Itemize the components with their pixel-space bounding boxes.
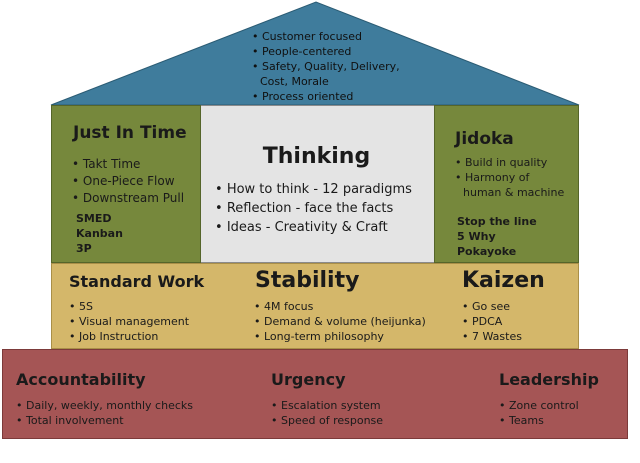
list-item: • PDCA [462,315,503,328]
tool-item: Kanban [76,227,123,240]
roof-item: • Safety, Quality, Delivery, [252,60,400,73]
list-item: • Total involvement [16,414,124,427]
accountability-items: • Daily, weekly, monthly checks • Total … [16,398,193,428]
list-item: • Zone control [499,399,579,412]
roof-item: • People-centered [252,45,352,58]
center-thinking: Thinking • How to think - 12 paradigms •… [201,105,434,263]
list-item: • One-Piece Flow [72,174,175,188]
pillar-items: • Takt Time • One-Piece Flow • Downstrea… [72,156,184,207]
pillar-title: Jidoka [455,129,514,149]
list-item: • 4M focus [254,300,314,313]
tool-item: 3P [76,242,92,255]
center-items: • How to think - 12 paradigms • Reflecti… [215,180,412,237]
roof-values-list: • Customer focused • People-centered • S… [252,29,442,104]
list-item: • How to think - 12 paradigms [215,182,412,197]
list-item: • Job Instruction [69,330,159,343]
pillar-jidoka: Jidoka • Build in quality • Harmony of h… [434,105,579,263]
tool-item: SMED [76,212,112,225]
pillar-just-in-time: Just In Time • Takt Time • One-Piece Flo… [51,105,201,263]
list-item: • Long-term philosophy [254,330,384,343]
list-item: • Daily, weekly, monthly checks [16,399,193,412]
accountability-title: Accountability [16,370,146,389]
list-item: • Ideas - Creativity & Craft [215,220,388,235]
pillar-tools: SMED Kanban 3P [76,211,123,256]
list-item: • Downstream Pull [72,191,185,205]
tool-item: Pokayoke [457,245,517,258]
leadership-title: Leadership [499,370,599,389]
pillar-items: • Build in quality • Harmony of human & … [455,155,564,200]
stability-items: • 4M focus • Demand & volume (heijunka) … [254,299,426,344]
list-item: • Harmony of [455,171,530,184]
list-item: • Build in quality [455,156,548,169]
kaizen-items: • Go see • PDCA • 7 Wastes [462,299,522,344]
kaizen-title: Kaizen [462,268,545,293]
urgency-items: • Escalation system • Speed of response [271,398,383,428]
leadership-items: • Zone control • Teams [499,398,579,428]
roof-item: Cost, Morale [260,75,329,88]
list-item: • 7 Wastes [462,330,522,343]
standard-work-title: Standard Work [69,272,205,291]
tool-item: Stop the line [457,215,537,228]
stability-band: Standard Work • 5S • Visual management •… [51,263,579,349]
foundation-band: Accountability • Daily, weekly, monthly … [2,349,628,439]
list-item: • Demand & volume (heijunka) [254,315,426,328]
tool-item: 5 Why [457,230,496,243]
list-item: • Go see [462,300,511,313]
standard-work-items: • 5S • Visual management • Job Instructi… [69,299,189,344]
center-title: Thinking [262,144,371,169]
list-item: • Reflection - face the facts [215,201,394,216]
roof-item: • Process oriented [252,90,354,103]
pillar-title: Just In Time [73,123,187,143]
urgency-title: Urgency [271,370,346,389]
list-item: • Speed of response [271,414,384,427]
list-item: • Visual management [69,315,190,328]
pillar-tools: Stop the line 5 Why Pokayoke [457,214,537,259]
list-item: • Escalation system [271,399,381,412]
stability-title: Stability [255,268,360,293]
list-item: • Teams [499,414,544,427]
roof-item: • Customer focused [252,30,363,43]
list-item: • 5S [69,300,93,313]
list-item: human & machine [463,186,565,199]
list-item: • Takt Time [72,157,141,171]
